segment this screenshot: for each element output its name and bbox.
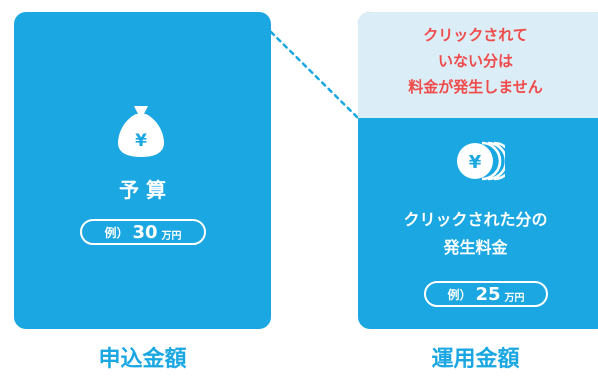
example-prefix: 例）: [447, 287, 472, 302]
svg-text:¥: ¥: [135, 131, 147, 151]
unclicked-note-area: クリックされて いない分は 料金が発生しません: [358, 12, 598, 118]
budget-title: 予 算: [119, 178, 166, 202]
usage-example: 例） 25 万円: [424, 281, 548, 307]
budget-card: ¥ 予 算 例） 30 万円: [14, 12, 271, 329]
svg-text:¥: ¥: [469, 152, 482, 173]
example-value: 25: [475, 283, 501, 305]
example-unit: 万円: [504, 292, 525, 304]
charged-title-line-1: クリックされた分の: [403, 210, 548, 229]
note-line-3: 料金が発生しません: [408, 78, 543, 96]
example-unit: 万円: [161, 230, 182, 242]
note-line-1: クリックされて: [423, 26, 528, 44]
example-prefix: 例）: [104, 225, 129, 240]
note-line-2: いない分は: [437, 52, 513, 70]
example-value: 30: [132, 221, 158, 243]
yen-coins-icon: ¥: [455, 140, 514, 186]
budget-example: 例） 30 万円: [80, 219, 206, 245]
money-bag-yen-icon: ¥: [116, 100, 166, 162]
application-amount-caption: 申込金額: [98, 347, 187, 372]
usage-card: クリックされて いない分は 料金が発生しません ¥ クリックされた分の 発生料金…: [358, 12, 598, 329]
charged-title-line-2: 発生料金: [443, 238, 508, 257]
operating-amount-caption: 運用金額: [431, 347, 520, 372]
